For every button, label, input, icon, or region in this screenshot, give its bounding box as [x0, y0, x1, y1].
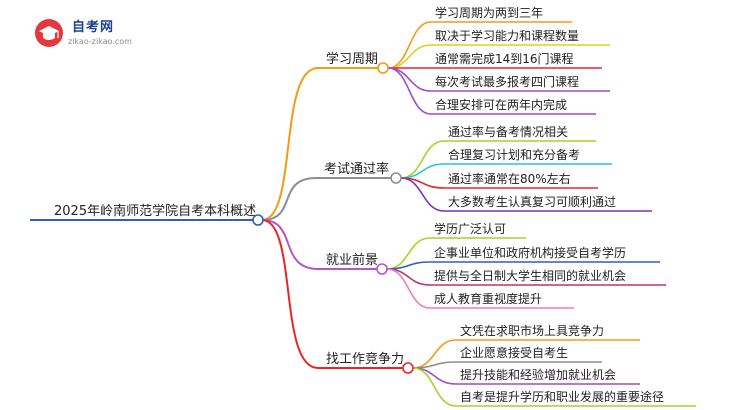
branch-leaf-link — [412, 361, 457, 369]
branch-label: 找工作竞争力 — [326, 351, 404, 367]
leaf-label: 成人教育重视度提升 — [434, 291, 542, 306]
branch-leaf-link — [412, 367, 457, 385]
leaf-label: 学历广泛认可 — [434, 221, 506, 236]
branch-label: 学习周期 — [326, 51, 378, 67]
leaf-label: 通过率与备考情况相关 — [448, 124, 568, 139]
leaf-label: 提供与全日制大学生相同的就业机会 — [434, 268, 626, 283]
leaf-label: 合理复习计划和充分备考 — [448, 147, 580, 162]
leaf-label: 通常需完成14到16门课程 — [435, 51, 574, 66]
branch-leaf-link — [386, 268, 431, 309]
branch-leaf-link — [412, 339, 457, 369]
branch-node[interactable] — [377, 62, 389, 74]
branch-label: 考试通过率 — [324, 161, 389, 177]
root-branch-link — [261, 177, 317, 221]
branch-leaf-link — [386, 268, 431, 286]
leaf-label: 提升技能和经验增加就业机会 — [460, 367, 616, 382]
branch-node[interactable] — [390, 172, 402, 184]
root-branch-link — [261, 219, 319, 270]
logo-title: 自考网 — [72, 20, 115, 35]
branch-leaf-link — [400, 140, 445, 179]
branch-leaf-link — [412, 367, 457, 407]
branch-leaf-link — [387, 44, 432, 69]
leaf-label: 取决于学习能力和课程数量 — [435, 28, 579, 43]
leaf-label: 企业愿意接受自考生 — [460, 345, 568, 360]
logo-url: zikao-zikao.com — [68, 37, 132, 46]
branch-leaf-link — [387, 67, 432, 92]
branch-leaf-link — [387, 67, 432, 115]
leaf-label: 文凭在求职市场上具竞争力 — [460, 323, 604, 338]
graduation-cap-icon — [35, 19, 63, 47]
branch-node[interactable] — [376, 263, 388, 275]
root-branch-link — [261, 219, 319, 369]
leaf-label: 通过率通常在80%左右 — [448, 171, 571, 186]
leaf-label: 合理安排可在两年内完成 — [435, 97, 567, 112]
leaf-label: 每次考试最多报考四门课程 — [435, 74, 579, 89]
leaf-label: 企事业单位和政府机构接受自考学历 — [434, 245, 626, 260]
branch-label: 就业前景 — [326, 252, 378, 268]
root-node[interactable] — [252, 214, 264, 226]
root-label: 2025年岭南师范学院自考本科概述 — [54, 203, 256, 219]
branch-leaf-link — [386, 237, 431, 270]
site-logo[interactable]: 自考网 zikao-zikao.com — [28, 14, 148, 56]
branch-leaf-link — [386, 261, 431, 270]
root-branch-link — [261, 67, 319, 221]
branch-leaf-link — [400, 177, 445, 212]
leaf-label: 大多数考生认真复习可顺利通过 — [448, 194, 616, 209]
leaf-label: 学习周期为两到三年 — [435, 5, 543, 20]
branch-node[interactable] — [402, 362, 414, 374]
leaf-label: 自考是提升学历和职业发展的重要途径 — [460, 389, 664, 404]
